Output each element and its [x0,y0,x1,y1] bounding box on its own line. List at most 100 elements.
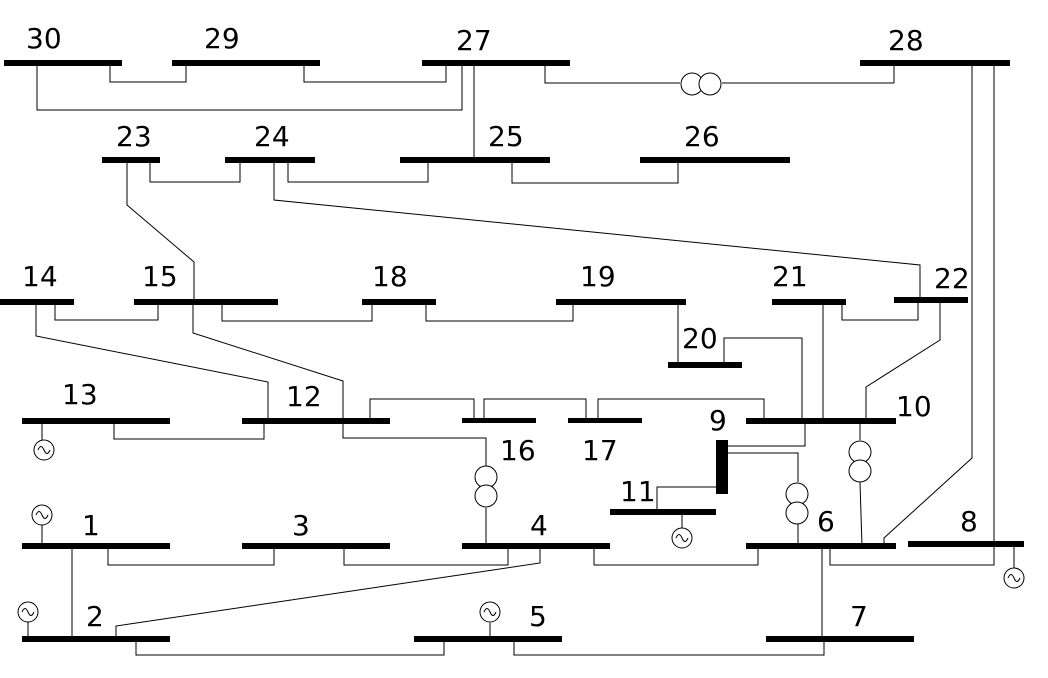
line-20-10 [723,337,803,421]
generator-5 [479,601,501,623]
bus-26 [640,157,790,163]
line-5-7 [513,639,825,656]
bus-7 [766,636,914,642]
bus-10 [746,418,896,424]
bus-label-7: 7 [850,600,868,633]
bus-6 [746,543,896,549]
transformer-6-10 [848,440,872,483]
bus-15 [134,299,278,305]
bus-label-20: 20 [682,322,718,355]
line-6-8 [829,544,995,566]
line-23-24 [149,160,241,183]
bus-bars [0,60,1024,642]
bus-21 [772,299,846,305]
bus-18 [362,299,436,305]
bus-label-24: 24 [254,120,290,153]
bus-17 [568,418,642,423]
bus-22 [894,297,968,303]
bus-label-14: 14 [22,260,58,293]
bus-label-23: 23 [116,120,152,153]
bus-label-1: 1 [82,509,100,542]
line-29-27 [303,63,447,83]
line-23-15 [126,160,195,302]
bus-9 [716,440,728,494]
bus-14 [0,299,74,305]
line-2-4 [115,546,541,639]
bus-label-30: 30 [26,22,62,55]
bus-16 [462,418,536,423]
line-30-27 [36,63,463,111]
bus-2 [22,636,170,642]
line-18-19 [425,302,574,322]
line-21-22 [841,300,919,321]
transformer-9-6 [785,482,809,525]
bus-label-15: 15 [142,260,178,293]
bus-23 [102,157,160,163]
transformer-27-28 [680,72,722,96]
bus-27 [422,60,570,66]
bus-label-2: 2 [86,600,104,633]
line-14-15 [54,302,159,321]
bus-25 [400,157,550,163]
bus-4 [462,543,610,549]
bus-19 [556,299,686,305]
generator-1 [31,504,53,526]
bus-3 [242,543,390,549]
transformer-12-4 [474,465,498,508]
line-12-16 [369,398,475,421]
bus-label-3: 3 [292,509,310,542]
line-6-28 [883,63,973,546]
line-1-3 [107,546,275,566]
bus-label-18: 18 [372,260,408,293]
line-25-26 [511,160,679,184]
line-9-6 [728,452,799,482]
bus-label-8: 8 [960,505,978,538]
bus-label-29: 29 [204,22,240,55]
line-12-4 [342,421,487,466]
transformers [474,72,872,525]
bus-label-22: 22 [934,262,970,295]
bus-label-17: 17 [582,434,618,467]
line-13-12 [113,421,265,440]
line-15-12 [192,302,344,421]
bus-label-11: 11 [620,475,656,508]
generator-11 [671,527,693,549]
line-9-10 [728,421,806,447]
line-11-9 [656,486,716,512]
bus-29 [172,60,320,66]
bus-1 [22,543,170,549]
bus-28 [860,60,1010,66]
line-17-10 [597,398,765,421]
generator-2 [17,601,39,623]
bus-label-13: 13 [62,378,98,411]
generator-13 [33,439,55,461]
bus-11 [610,509,716,515]
bus-24 [225,157,315,163]
bus-label-12: 12 [286,380,322,413]
generator-8 [1003,567,1025,589]
bus-12 [242,418,390,424]
bus-label-16: 16 [500,434,536,467]
bus-13 [22,418,170,424]
line-6-10-b [859,481,863,547]
bus-label-9: 9 [709,404,727,437]
bus-label-5: 5 [529,600,547,633]
line-2-5 [135,639,445,656]
line-16-17 [483,398,587,420]
line-14-12 [35,302,269,421]
line-27-28 [544,63,680,84]
bus-20 [668,362,742,368]
bus-label-10: 10 [896,390,932,423]
bus-label-21: 21 [772,260,808,293]
bus-label-28: 28 [888,24,924,57]
bus-label-25: 25 [488,120,524,153]
bus-30 [4,60,122,66]
bus-5 [414,636,562,642]
bus-label-6: 6 [817,505,835,538]
line-3-4 [343,546,509,566]
bus-label-26: 26 [684,120,720,153]
line-4-6 [593,546,759,566]
bus-label-19: 19 [580,260,616,293]
line-24-25 [287,160,429,183]
